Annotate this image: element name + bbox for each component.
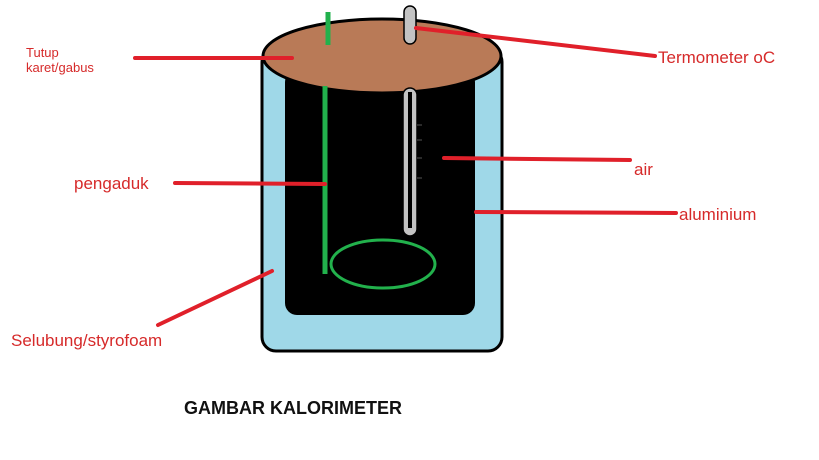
lid [261,17,503,95]
thermometer-label: Termometer oC [658,48,776,67]
thermometer-bore [408,92,412,228]
water-label: air [634,160,653,179]
leader-stirrer [173,181,327,186]
leader-water [442,156,632,162]
diagram-caption: GAMBAR KALORIMETER [184,398,402,418]
thermometer-scale [417,124,422,179]
thermometer-top [403,5,417,45]
aluminium-label: aluminium [679,205,757,224]
insulator-label: Selubung/styrofoam [11,331,163,350]
leader-thermometer [414,26,657,58]
lid-label: Tutup karet/gabus [26,45,94,75]
leader-insulator [156,269,274,327]
leader-aluminium [474,210,678,215]
stirrer-label: pengaduk [74,174,149,193]
stirrer-ring [329,238,437,290]
inner-vessel [285,70,475,315]
